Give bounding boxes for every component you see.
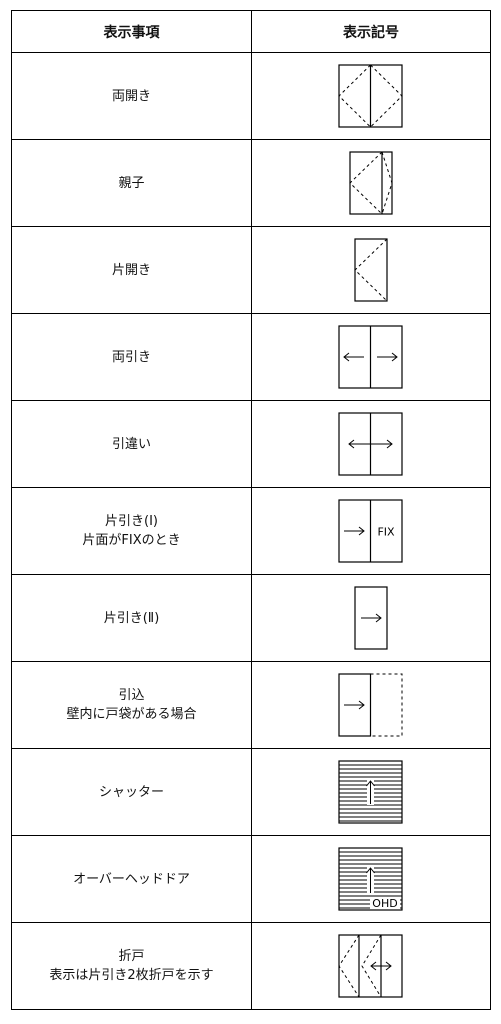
item-label: 両開き bbox=[111, 88, 151, 104]
item-label: 片引き(Ⅰ) 片面がFIXのとき bbox=[82, 514, 181, 548]
item-label: 引違い bbox=[111, 436, 151, 452]
item-label: オーバーヘッドドア bbox=[73, 871, 190, 887]
table-row: 両開き bbox=[11, 52, 491, 140]
table-row: 片引き(Ⅰ) 片面がFIXのとき FIX bbox=[11, 487, 491, 575]
single-swing-door-symbol bbox=[354, 238, 388, 302]
table-row: 片引き(Ⅱ) bbox=[11, 574, 491, 662]
item-label: 片引き(Ⅱ) bbox=[103, 610, 160, 626]
fix-text: FIX bbox=[377, 526, 395, 539]
header-item: 表示事項 bbox=[11, 10, 252, 53]
item-label: 引込 壁内に戸袋がある場合 bbox=[66, 688, 197, 722]
item-label: 親子 bbox=[118, 175, 145, 191]
item-label: 両引き bbox=[111, 349, 151, 365]
item-label: 折戸 表示は片引き2枚折戸を示す bbox=[49, 949, 214, 983]
overhead-door-symbol: OHD bbox=[338, 847, 403, 911]
double-sliding-door-symbol bbox=[338, 325, 403, 389]
table-header-row: 表示事項 表示記号 bbox=[11, 10, 491, 53]
bypass-sliding-door-symbol bbox=[338, 412, 403, 476]
pocket-door-symbol bbox=[338, 673, 403, 737]
table-row: 折戸 表示は片引き2枚折戸を示す bbox=[11, 922, 491, 1010]
table-row: 引込 壁内に戸袋がある場合 bbox=[11, 661, 491, 749]
ohd-text: OHD bbox=[372, 897, 397, 910]
table-row: シャッター bbox=[11, 748, 491, 836]
table-row: 片開き bbox=[11, 226, 491, 314]
parent-child-door-symbol bbox=[349, 151, 393, 215]
item-label: シャッター bbox=[98, 784, 164, 800]
table-row: 引違い bbox=[11, 400, 491, 488]
single-sliding-fix-door-symbol: FIX bbox=[338, 499, 403, 563]
folding-door-symbol bbox=[338, 934, 403, 998]
table-row: 両引き bbox=[11, 313, 491, 401]
table-row: 親子 bbox=[11, 139, 491, 227]
table-row: オーバーヘッドドア bbox=[11, 835, 491, 923]
door-symbol-table: 表示事項 表示記号 両開き 親子 bbox=[11, 10, 491, 1010]
item-label: 片開き bbox=[111, 262, 151, 278]
header-symbol: 表示記号 bbox=[251, 10, 491, 53]
single-sliding-door-symbol bbox=[354, 586, 388, 650]
double-swing-door-symbol bbox=[338, 64, 403, 128]
shutter-symbol bbox=[338, 760, 403, 824]
